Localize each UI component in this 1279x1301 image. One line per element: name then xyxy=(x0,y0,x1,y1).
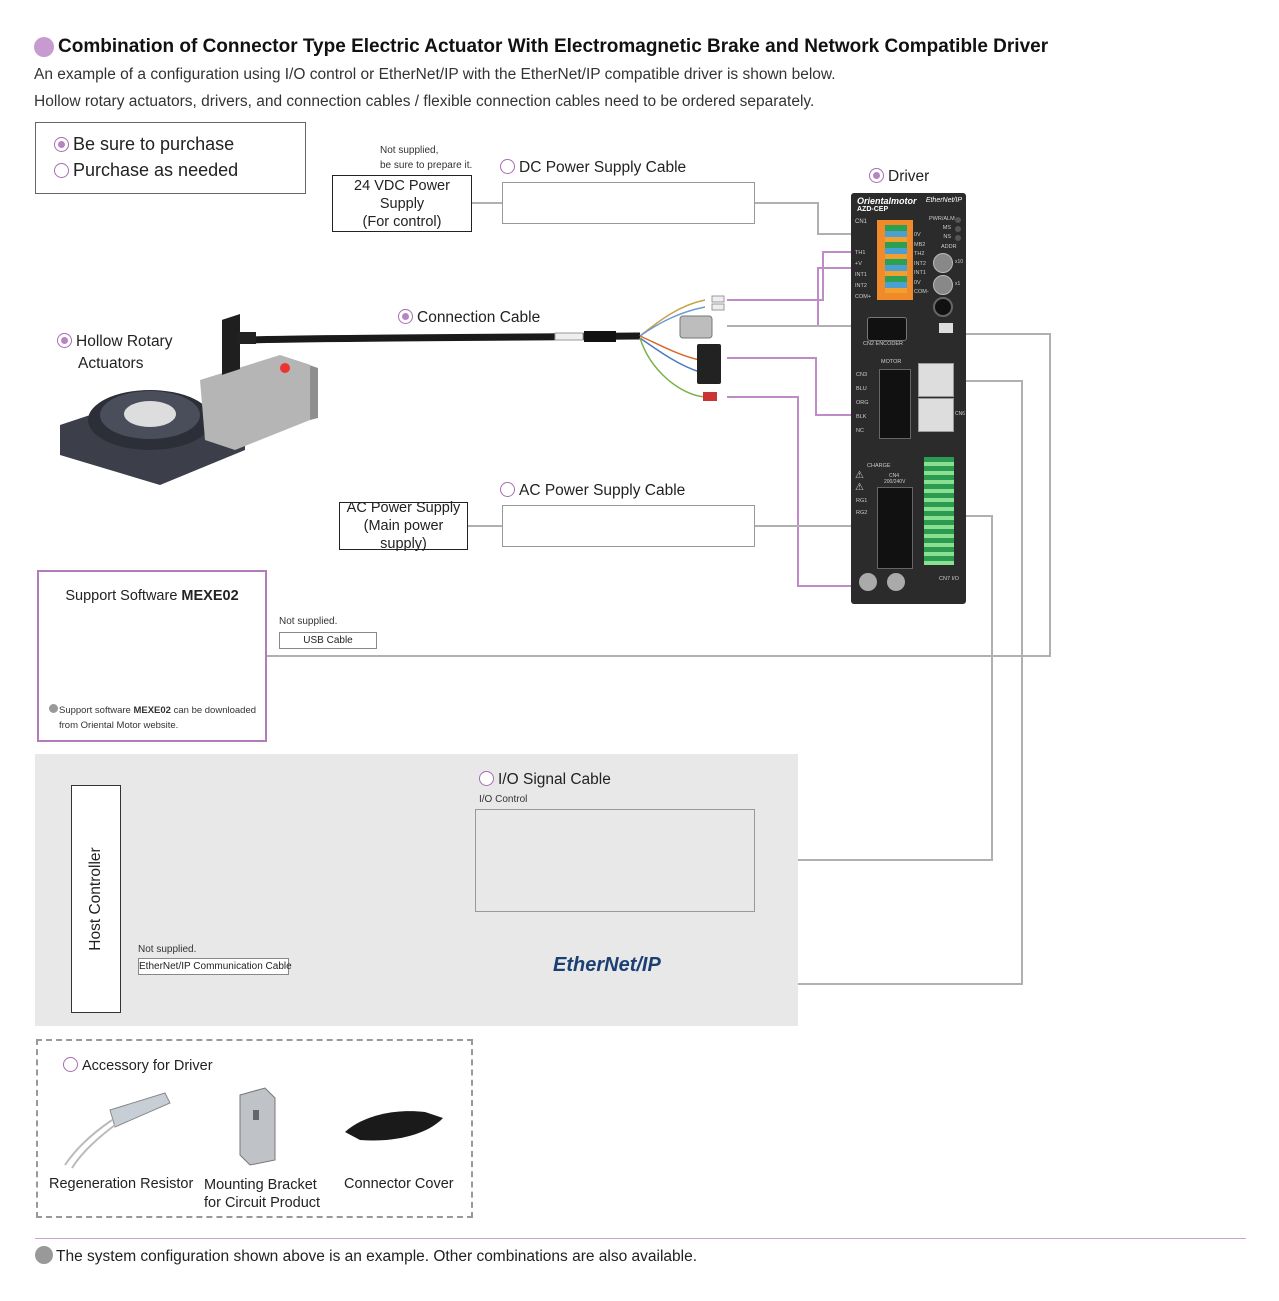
driver-net-label: EtherNet/IP xyxy=(925,197,962,204)
ac-power-supply: AC Power Supply(Main power supply) xyxy=(339,500,468,552)
wire-dc-cable-to-cn1 xyxy=(755,202,878,235)
actuator-label: Hollow Rotary Actuators xyxy=(57,331,172,375)
cn6-ethernet-port-1[interactable] xyxy=(918,363,954,397)
connection-cable-label: Connection Cable xyxy=(398,309,540,327)
wire-motor-to-cn3 xyxy=(727,357,877,416)
encoder-connector xyxy=(679,315,713,339)
connection-cable-sleeve xyxy=(584,331,616,342)
usb-port[interactable] xyxy=(939,323,953,333)
legend-purchase: Be sure to purchase xyxy=(54,131,305,157)
cn6-ethernet-port-2[interactable] xyxy=(918,398,954,432)
io-cable-label: I/O Signal Cable xyxy=(479,771,611,789)
host-section-background xyxy=(35,754,798,1026)
connector-cover-icon xyxy=(345,1111,443,1141)
driver-unit: Orientalmotor AZD-CEP EtherNet/IP CN1 TH… xyxy=(851,193,966,604)
optional-marker-icon xyxy=(500,159,515,174)
title-bullet-icon xyxy=(34,37,54,57)
actuator-illustration xyxy=(60,314,318,485)
footer-bullet-icon xyxy=(35,1246,53,1264)
ground-screw-icon xyxy=(859,573,877,591)
optional-marker-icon xyxy=(63,1057,78,1072)
support-software-box: Support Software MEXE02 Support software… xyxy=(37,570,267,742)
required-marker-icon xyxy=(398,309,413,324)
ac-cable-label: AC Power Supply Cable xyxy=(500,482,685,500)
mounting-bracket-icon xyxy=(239,1087,276,1166)
required-marker-icon xyxy=(54,137,69,152)
page-title: Combination of Connector Type Electric A… xyxy=(34,36,1048,58)
wire-brake-to-cn1 xyxy=(727,251,878,301)
driver-label: Driver xyxy=(869,168,929,186)
wire-usb xyxy=(267,333,1051,657)
ground-screw-icon xyxy=(887,573,905,591)
led-ms-icon xyxy=(955,226,961,232)
note-bullet-icon xyxy=(49,704,58,713)
footer-note: The system configuration shown above is … xyxy=(35,1246,697,1266)
support-title: Support Software MEXE02 xyxy=(65,588,239,604)
dc-power-supply-cable xyxy=(502,182,755,224)
optional-marker-icon xyxy=(54,163,69,178)
io-control-label: I/O Control xyxy=(479,794,528,805)
accessory-title: Accessory for Driver xyxy=(63,1057,213,1074)
ethernet-cable: EtherNet/IP Communication Cable xyxy=(138,958,292,975)
accessory-box: Accessory for Driver Regeneration Resist… xyxy=(36,1039,473,1218)
intro-line-1: An example of a configuration using I/O … xyxy=(34,66,836,83)
driver-brand: Orientalmotor xyxy=(857,196,917,206)
required-marker-icon xyxy=(57,333,72,348)
support-note: Support software MEXE02 can be downloade… xyxy=(49,703,256,733)
cn7-io-terminal[interactable] xyxy=(924,457,954,565)
host-controller: Host Controller xyxy=(71,785,121,1013)
warning-icon: ⚠ xyxy=(855,470,864,481)
ground-terminal xyxy=(703,392,717,401)
accessory-regeneration-resistor: Regeneration Resistor xyxy=(49,1176,194,1192)
io-signal-cable xyxy=(475,809,755,912)
ethernet-note: Not supplied. xyxy=(138,944,197,955)
legend-as-needed: Purchase as needed xyxy=(54,157,305,183)
dc-cable-label: DC Power Supply Cable xyxy=(500,159,686,177)
power-supply-24vdc: 24 VDC Power Supply(For control) xyxy=(332,175,472,232)
required-marker-icon xyxy=(869,168,884,183)
addr-x10-dial[interactable] xyxy=(933,253,953,273)
addr-x1-dial[interactable] xyxy=(933,275,953,295)
ethernet-ip-logo: EtherNet/IP xyxy=(553,954,661,976)
wire-io-to-cn7 xyxy=(755,515,993,861)
intro-line-2: Hollow rotary actuators, drivers, and co… xyxy=(34,93,815,110)
driver-model: AZD-CEP xyxy=(857,206,889,213)
led-ns-icon xyxy=(955,235,961,241)
usb-cable: USB Cable xyxy=(279,632,377,649)
led-pwr-icon xyxy=(955,217,961,223)
regeneration-resistor-icon xyxy=(64,1092,171,1169)
legend-box: Be sure to purchase Purchase as needed xyxy=(35,122,306,194)
optional-marker-icon xyxy=(500,482,515,497)
warning-icon: ⚠ xyxy=(855,482,864,493)
optional-marker-icon xyxy=(479,771,494,786)
footer-divider xyxy=(35,1238,1246,1239)
connection-cable-wires xyxy=(639,299,706,398)
accessory-connector-cover: Connector Cover xyxy=(344,1176,454,1192)
wire-ground xyxy=(727,396,858,587)
power24-note-2: be sure to prepare it. xyxy=(380,160,473,171)
power24-note-1: Not supplied, xyxy=(380,145,439,156)
cn2-encoder-port[interactable] xyxy=(867,317,907,341)
motor-connector xyxy=(697,344,721,384)
driver-button[interactable] xyxy=(933,297,953,317)
cn4-power-port[interactable] xyxy=(877,487,913,569)
cn3-motor-port[interactable] xyxy=(879,369,911,439)
usb-note: Not supplied. xyxy=(279,616,338,627)
ac-power-supply-cable xyxy=(502,505,755,547)
